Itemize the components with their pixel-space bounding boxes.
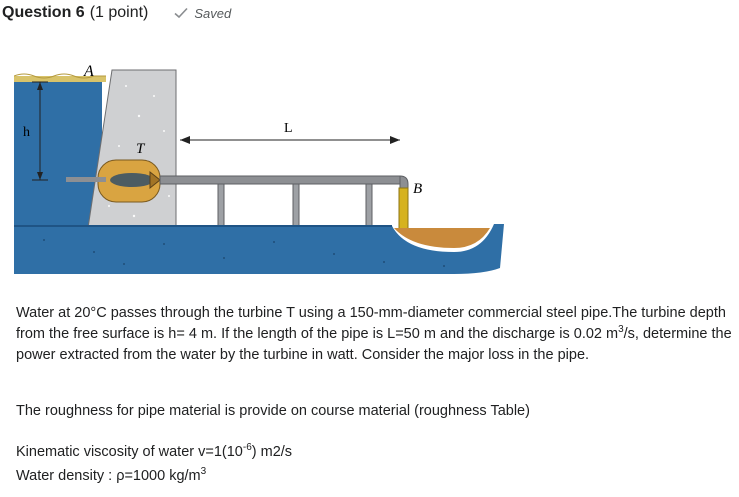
density-note: Water density : ρ=1000 kg/m3 [16, 466, 207, 484]
roughness-note: The roughness for pipe material is provi… [16, 403, 530, 419]
label-t: T [136, 141, 146, 157]
saved-label: Saved [194, 5, 232, 21]
pipe-inlet [66, 177, 106, 182]
lower-water [14, 224, 504, 274]
question-header: Question 6 (1 point) Saved [2, 2, 231, 24]
pipe [159, 175, 401, 185]
question-points: (1 point) [89, 4, 149, 21]
turbine-body [110, 173, 154, 187]
pipe-support [365, 183, 373, 229]
reservoir-ground-top [14, 76, 106, 82]
label-a: A [83, 63, 94, 80]
reservoir-water [14, 80, 102, 230]
check-icon [174, 7, 188, 19]
problem-statement: Water at 20°C passes through the turbine… [16, 305, 732, 363]
label-b: B [413, 181, 422, 197]
pipe-support [217, 183, 225, 229]
turbine-pipe-diagram: h A T B L [14, 63, 504, 274]
pipe-outlet [398, 187, 409, 231]
label-h: h [23, 125, 30, 140]
question-title: Question 6 [2, 4, 85, 21]
pipe-support [292, 183, 300, 229]
label-l: L [284, 121, 293, 136]
saved-status: Saved [174, 6, 231, 21]
viscosity-note: Kinematic viscosity of water v=1(10-6) m… [16, 442, 293, 460]
